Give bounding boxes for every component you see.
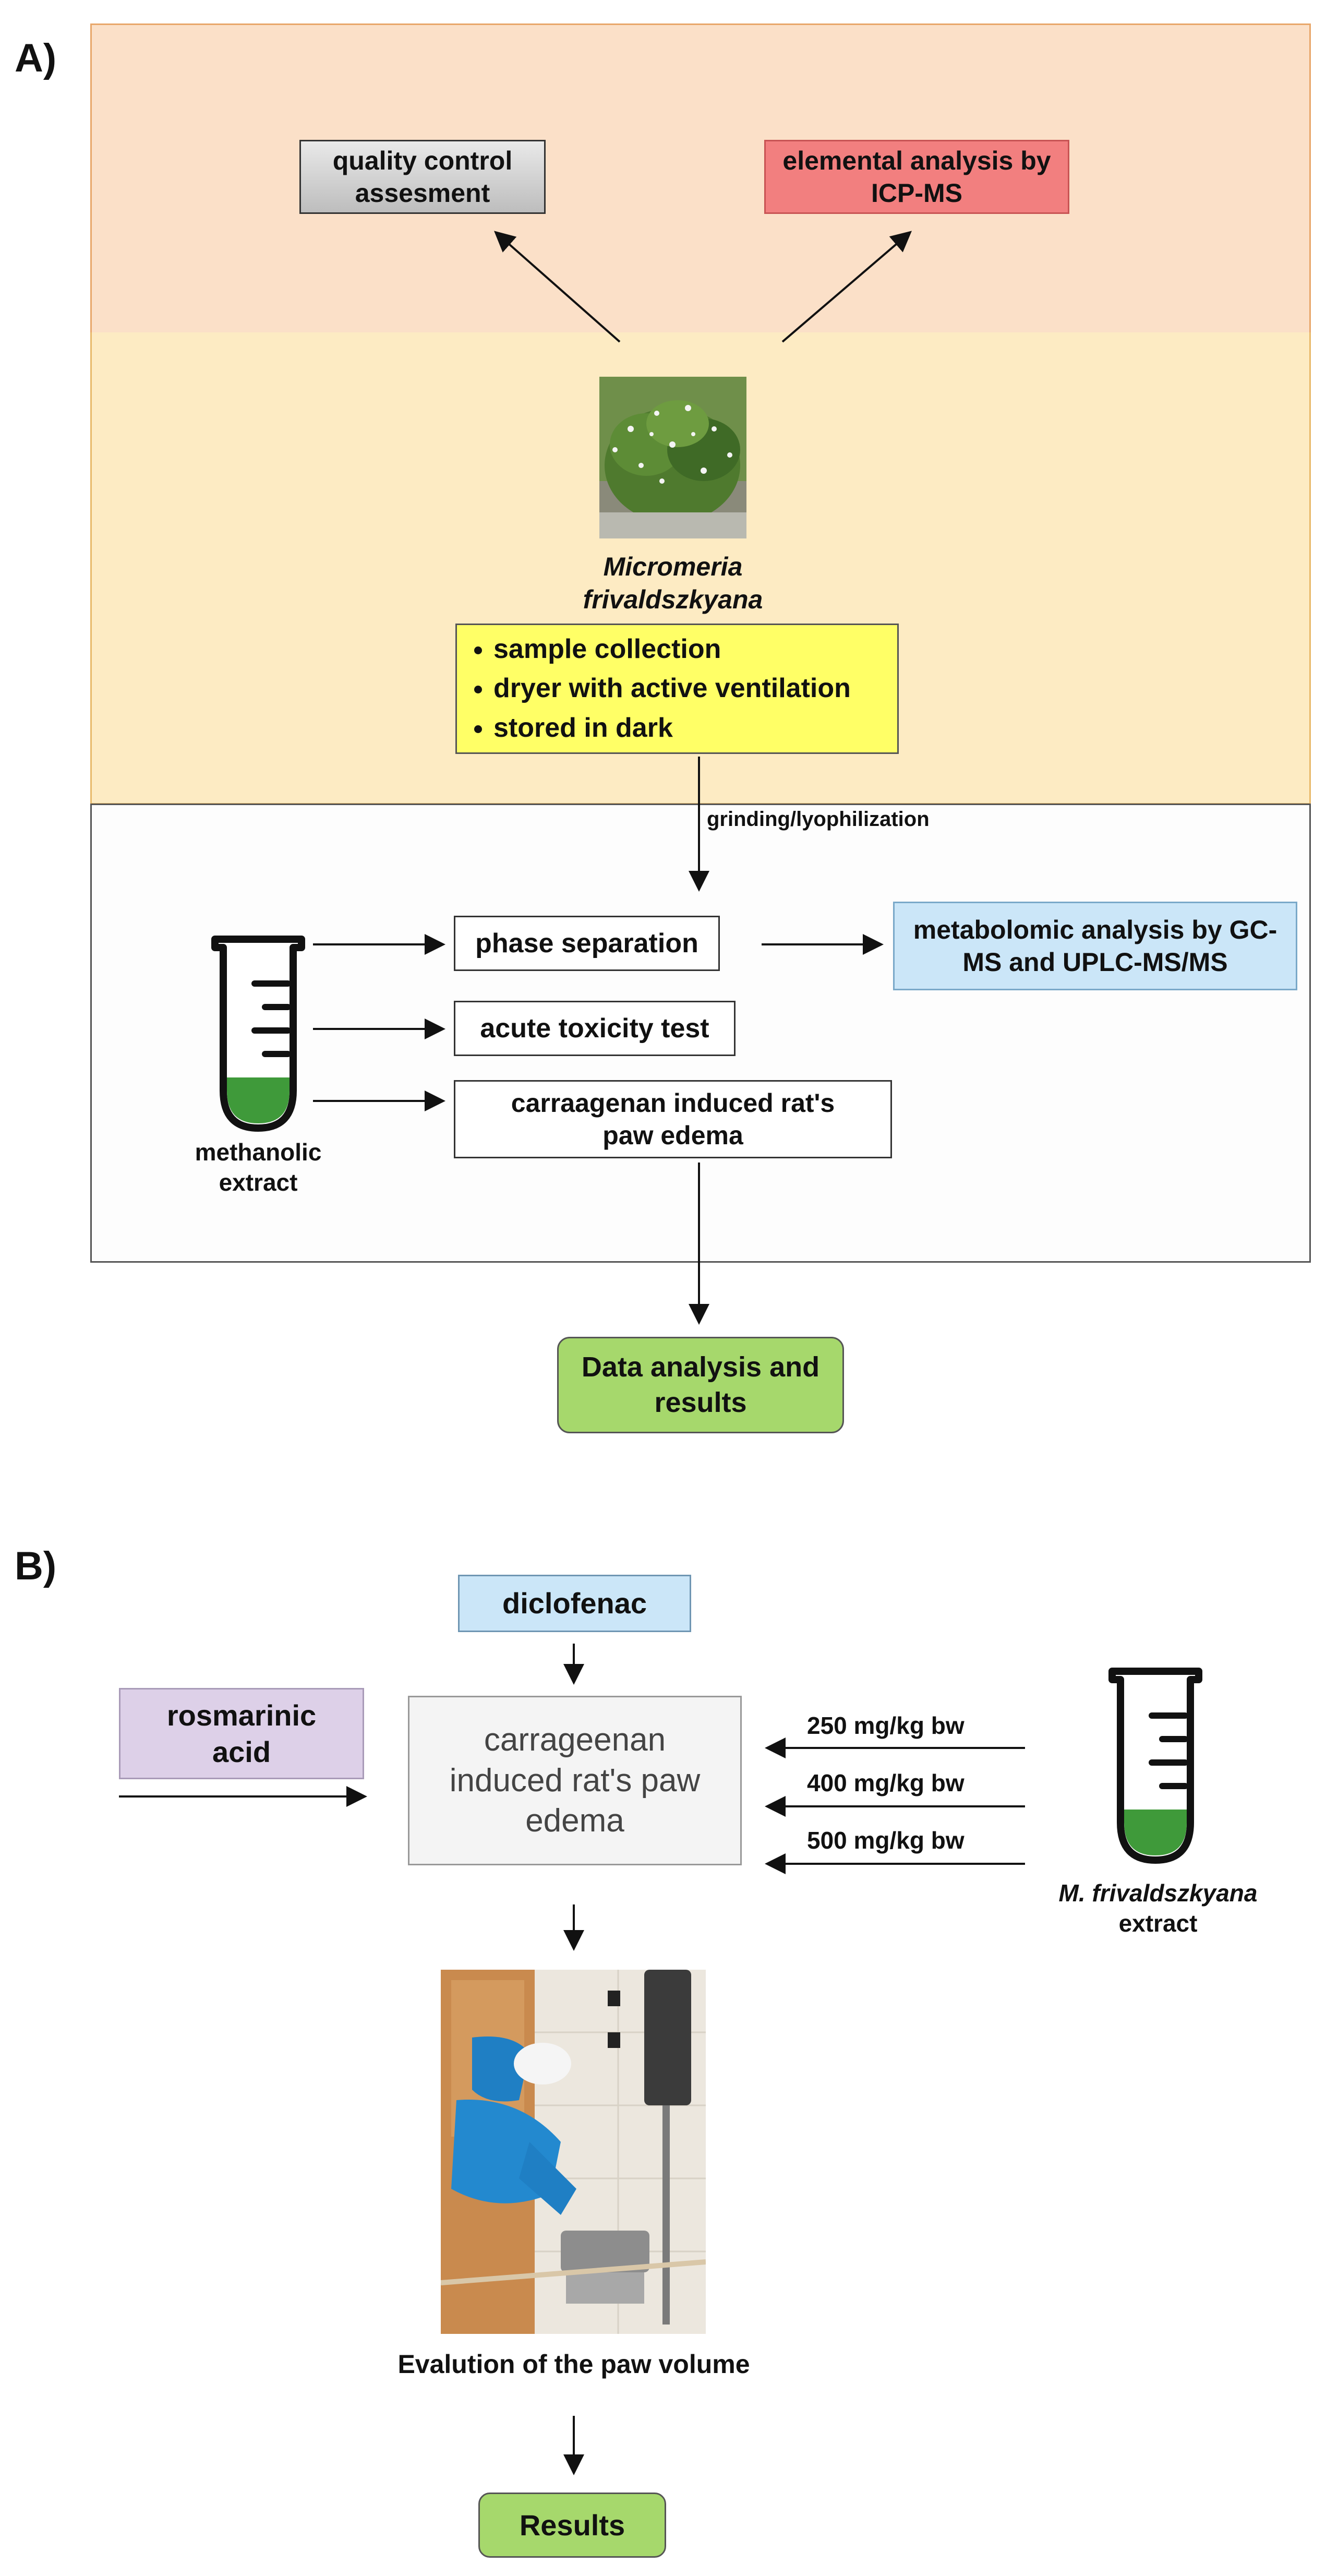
dose-label-400: 400 mg/kg bw — [807, 1769, 965, 1796]
methanolic-line1: methanolic — [195, 1139, 322, 1166]
quality-control-box: quality control assesment — [299, 140, 546, 214]
test-tube-icon — [1108, 1668, 1202, 1864]
metabolomic-analysis-box: metabolomic analysis by GC-MS and UPLC-M… — [893, 902, 1297, 990]
sample-prep-list: sample collection dryer with active vent… — [457, 630, 851, 748]
dose-label-500: 500 mg/kg bw — [807, 1827, 965, 1854]
rosmarinic-acid-box: rosmarinic acid — [119, 1688, 364, 1779]
sample-prep-box: sample collection dryer with active vent… — [455, 624, 899, 754]
paw-volume-photo — [441, 1970, 706, 2334]
methanolic-line2: extract — [219, 1168, 298, 1196]
elemental-analysis-box: elemental analysis by ICP-MS — [764, 140, 1069, 214]
panel-b-label: B) — [15, 1544, 57, 1588]
dose-label-250: 250 mg/kg bw — [807, 1712, 965, 1739]
data-analysis-box: Data analysis and results — [557, 1337, 844, 1433]
plant-name: Micromeria frivaldszkyana — [522, 550, 824, 616]
plant-photo — [599, 377, 746, 538]
test-tube-icon — [211, 936, 305, 1132]
acute-toxicity-box: acute toxicity test — [454, 1001, 736, 1056]
results-box: Results — [478, 2493, 666, 2558]
extract-label: M. frivaldszkyana extract — [1015, 1878, 1301, 1938]
plant-name-line2: frivaldszkyana — [583, 584, 763, 614]
diclofenac-box: diclofenac — [458, 1575, 691, 1632]
arrow-to-quality-control — [494, 231, 621, 343]
band-analysis — [90, 23, 1311, 334]
evaluation-label: Evalution of the paw volume — [397, 2350, 750, 2379]
extract-line2: extract — [1118, 1909, 1198, 1937]
carrageenan-box-a: carraagenan induced rat's paw edema — [454, 1080, 892, 1158]
phase-separation-box: phase separation — [454, 916, 720, 971]
bullet-item: dryer with active ventilation — [493, 669, 851, 708]
bullet-item: sample collection — [493, 630, 851, 669]
panel-a-label: A) — [15, 36, 57, 80]
plant-name-line1: Micromeria — [603, 552, 743, 581]
arrow-to-elemental-analysis — [781, 231, 912, 343]
bullet-item: stored in dark — [493, 709, 851, 748]
grinding-label: grinding/lyophilization — [707, 808, 930, 831]
carrageenan-box-b: carrageenan induced rat's paw edema — [408, 1696, 742, 1865]
methanolic-extract-label: methanolic extract — [172, 1137, 344, 1197]
extract-line1: M. frivaldszkyana — [1058, 1879, 1258, 1907]
